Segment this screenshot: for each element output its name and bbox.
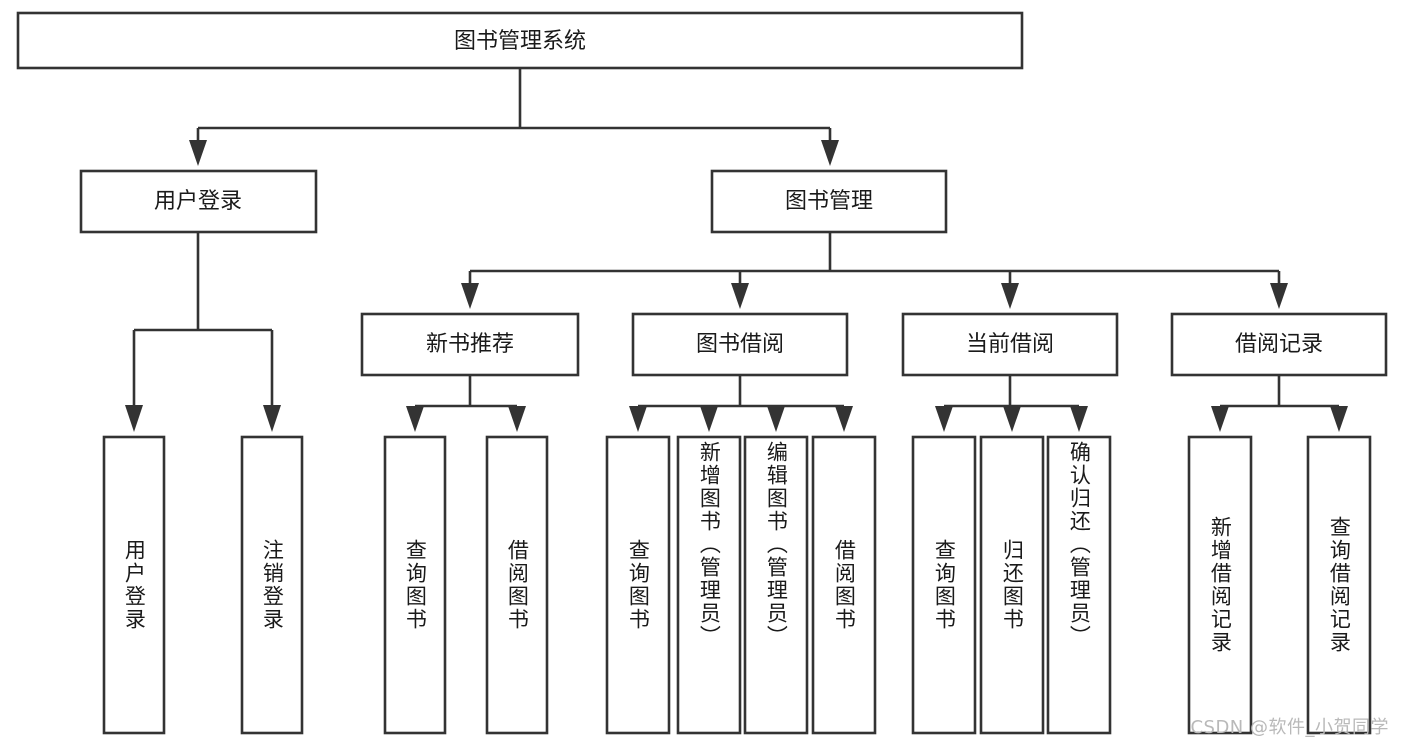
arrowhead-leaf-edit-book bbox=[767, 406, 785, 432]
node-book-manage[interactable]: 图书管理 bbox=[710, 169, 948, 234]
connector-group-user-login bbox=[125, 232, 281, 432]
node-book-borrow-label: 图书借阅 bbox=[696, 332, 784, 357]
arrowhead-new-book-rec bbox=[461, 283, 479, 309]
arrowhead-leaf-query-record bbox=[1330, 406, 1348, 432]
arrowhead-leaf-query-book-1 bbox=[406, 406, 424, 432]
node-borrow-record[interactable]: 借阅记录 bbox=[1170, 312, 1388, 377]
arrowhead-leaf-add-record bbox=[1211, 406, 1229, 432]
arrowhead-leaf-add-book bbox=[700, 406, 718, 432]
node-root-box[interactable] bbox=[16, 11, 1024, 70]
node-book-manage-box[interactable] bbox=[710, 169, 948, 234]
node-user-login-box[interactable] bbox=[79, 169, 318, 234]
node-borrow-record-label: 借阅记录 bbox=[1235, 332, 1323, 357]
leaf-box-query-book-1[interactable] bbox=[383, 435, 447, 735]
arrowhead-leaf-confirm-return bbox=[1070, 406, 1088, 432]
arrowhead-leaf-query-book-2 bbox=[629, 406, 647, 432]
arrowhead-book-manage bbox=[821, 140, 839, 166]
arrowhead-leaf-user-login bbox=[125, 405, 143, 432]
node-new-book-rec[interactable]: 新书推荐 bbox=[360, 312, 580, 377]
connector-group-book-borrow bbox=[629, 375, 853, 432]
leaf-box-confirm-return[interactable] bbox=[1046, 435, 1112, 735]
connector-group-new-book-rec bbox=[406, 375, 526, 432]
node-user-login[interactable]: 用户登录 bbox=[79, 169, 318, 234]
leaf-box-query-book-2[interactable] bbox=[605, 435, 671, 735]
node-borrow-record-box[interactable] bbox=[1170, 312, 1388, 377]
arrowhead-borrow-record bbox=[1270, 283, 1288, 309]
connector-group-root bbox=[189, 68, 839, 166]
leaf-box-return-book[interactable] bbox=[979, 435, 1045, 735]
connector-group-book-manage bbox=[461, 232, 1288, 309]
node-new-book-rec-box[interactable] bbox=[360, 312, 580, 377]
arrowhead-current-borrow bbox=[1001, 283, 1019, 309]
arrowhead-leaf-logout bbox=[263, 405, 281, 432]
connector-group-borrow-record bbox=[1211, 375, 1348, 432]
leaf-box-logout[interactable] bbox=[240, 435, 304, 735]
leaf-box-query-record[interactable] bbox=[1306, 435, 1372, 735]
leaf-box-query-book-3[interactable] bbox=[911, 435, 977, 735]
node-book-borrow-box[interactable] bbox=[631, 312, 849, 377]
node-book-borrow[interactable]: 图书借阅 bbox=[631, 312, 849, 377]
arrowhead-leaf-return-book bbox=[1003, 406, 1021, 432]
arrowhead-user-login bbox=[189, 140, 207, 166]
arrowhead-leaf-query-book-3 bbox=[935, 406, 953, 432]
node-user-login-label: 用户登录 bbox=[154, 189, 242, 214]
leaf-box-add-record[interactable] bbox=[1187, 435, 1253, 735]
leaf-box-user-login[interactable] bbox=[102, 435, 166, 735]
leaf-box-edit-book[interactable] bbox=[743, 435, 809, 735]
leaf-box-borrow-book-1[interactable] bbox=[485, 435, 549, 735]
node-current-borrow[interactable]: 当前借阅 bbox=[901, 312, 1119, 377]
node-root[interactable]: 图书管理系统 bbox=[16, 11, 1024, 70]
node-current-borrow-box[interactable] bbox=[901, 312, 1119, 377]
node-current-borrow-label: 当前借阅 bbox=[966, 332, 1054, 357]
leaf-box-add-book[interactable] bbox=[676, 435, 742, 735]
arrowhead-leaf-borrow-book-2 bbox=[835, 406, 853, 432]
leaf-box-borrow-book-2[interactable] bbox=[811, 435, 877, 735]
connector-group-current-borrow bbox=[935, 375, 1088, 432]
arrowhead-leaf-borrow-book-1 bbox=[508, 406, 526, 432]
csdn-watermark: CSDN @软件_小贺同学 bbox=[1190, 717, 1389, 738]
node-root-label: 图书管理系统 bbox=[454, 29, 586, 54]
node-book-manage-label: 图书管理 bbox=[785, 189, 873, 214]
node-new-book-rec-label: 新书推荐 bbox=[426, 332, 514, 357]
arrowhead-book-borrow bbox=[731, 283, 749, 309]
